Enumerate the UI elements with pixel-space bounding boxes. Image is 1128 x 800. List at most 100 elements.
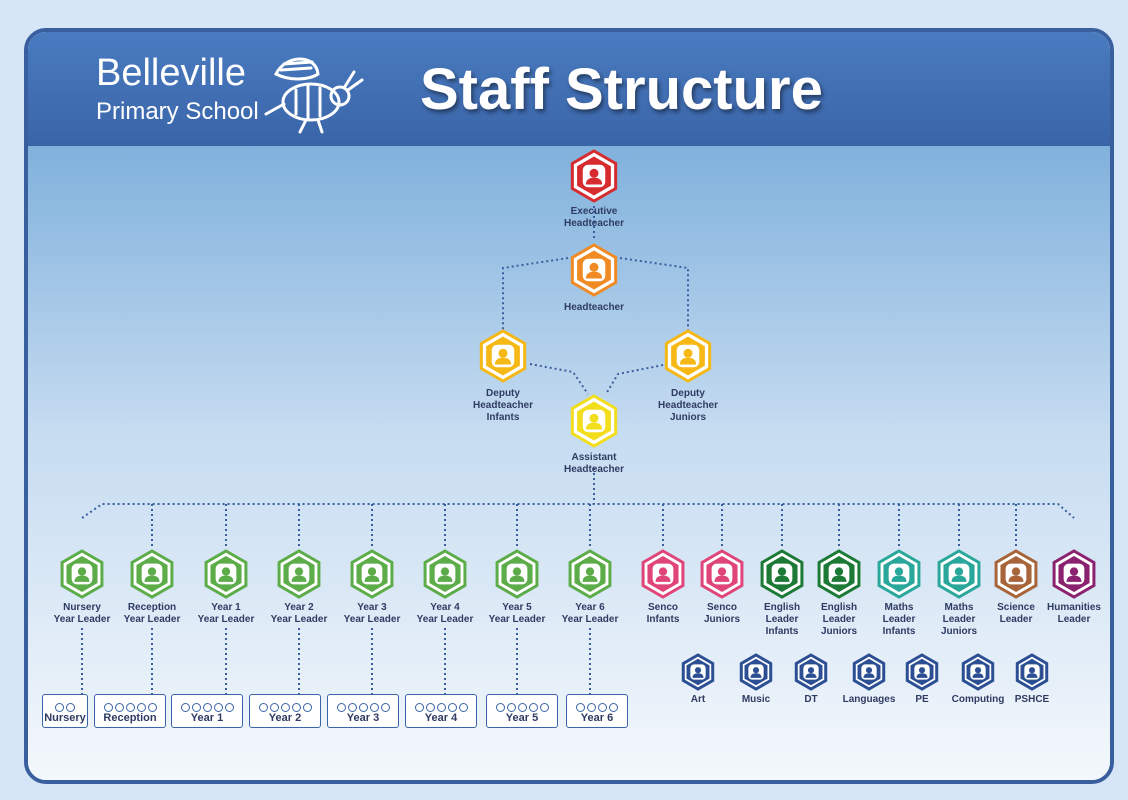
person-icon xyxy=(447,703,457,712)
executive-headteacher-icon xyxy=(570,149,618,203)
person-icon xyxy=(136,703,146,712)
label-line: Infants xyxy=(486,412,520,423)
class-member-icons xyxy=(331,699,395,712)
subject-art-icon xyxy=(681,653,715,691)
class-label: Year 4 xyxy=(424,712,458,724)
assistant-headteacher-icon xyxy=(570,394,618,448)
label-line: Year Leader xyxy=(197,614,255,625)
class-label: Year 6 xyxy=(580,712,614,724)
deputy-infants-assistant-line xyxy=(529,363,589,395)
label-line: Year Leader xyxy=(343,614,401,625)
person-icon xyxy=(347,703,357,712)
person-icon xyxy=(425,703,435,712)
label-line: Year 3 xyxy=(357,602,387,613)
head-deputy-infants-line xyxy=(502,257,569,330)
chart-frame: Belleville Primary School Staff Structur… xyxy=(24,28,1114,784)
label-line: Leader xyxy=(822,614,856,625)
person-icon xyxy=(506,703,516,712)
subject-pshce-label: PSHCE xyxy=(987,694,1077,706)
person-icon xyxy=(147,703,157,712)
person-icon xyxy=(224,703,234,712)
class-label: Year 5 xyxy=(505,712,539,724)
person-icon xyxy=(458,703,468,712)
label-line: English xyxy=(820,602,858,613)
bee-icon xyxy=(264,57,364,134)
class-member-icons xyxy=(253,699,317,712)
person-icon xyxy=(291,703,301,712)
label-line: Music xyxy=(741,694,771,705)
label-line: Headteacher xyxy=(563,302,625,313)
label-line: Juniors xyxy=(820,626,858,637)
person-icon xyxy=(191,703,201,712)
leader-11-icon xyxy=(760,549,804,599)
class-label: Year 3 xyxy=(346,712,380,724)
label-line: Year Leader xyxy=(416,614,474,625)
class-box: Year 5 xyxy=(486,694,558,728)
leader-1-icon xyxy=(60,549,104,599)
person-icon xyxy=(517,703,527,712)
leader-16-icon xyxy=(1052,549,1096,599)
label-line: Juniors xyxy=(703,614,741,625)
label-line: Infants xyxy=(765,626,799,637)
person-icon xyxy=(202,703,212,712)
person-icon xyxy=(495,703,505,712)
label-line: Humanities xyxy=(1047,602,1101,613)
leader-5-icon xyxy=(350,549,394,599)
class-box: Year 1 xyxy=(171,694,243,728)
label-line: Year Leader xyxy=(123,614,181,625)
label-line: Year 5 xyxy=(502,602,532,613)
label-line: Juniors xyxy=(669,412,707,423)
subject-computing-icon xyxy=(961,653,995,691)
subject-dt-label: DT xyxy=(766,694,856,706)
deputy-headteacher-juniors-icon xyxy=(664,329,712,383)
subject-pshce-icon xyxy=(1015,653,1049,691)
label-line: Infants xyxy=(882,626,916,637)
leader-6-icon xyxy=(423,549,467,599)
label-line: Infants xyxy=(646,614,680,625)
person-icon xyxy=(358,703,368,712)
person-icon xyxy=(125,703,135,712)
label-line: Art xyxy=(690,694,706,705)
person-icon xyxy=(436,703,446,712)
label-line: Maths xyxy=(884,602,914,613)
page-title: Staff Structure xyxy=(420,57,823,122)
class-label: Reception xyxy=(103,712,157,724)
label-line: Year 1 xyxy=(211,602,241,613)
label-line: Year Leader xyxy=(561,614,619,625)
person-icon xyxy=(269,703,279,712)
label-line: Leader xyxy=(882,614,916,625)
label-line: Leader xyxy=(1057,614,1091,625)
person-icon xyxy=(576,703,585,712)
class-box: Reception xyxy=(94,694,166,728)
label-line: Science xyxy=(997,602,1035,613)
person-icon xyxy=(280,703,290,712)
label-line: PE xyxy=(915,694,929,705)
class-box: Year 4 xyxy=(405,694,477,728)
leader-9-icon xyxy=(641,549,685,599)
label-line: Executive Headteacher xyxy=(563,206,625,229)
person-icon xyxy=(598,703,607,712)
person-icon xyxy=(55,703,64,712)
label-line: PSHCE xyxy=(1014,694,1050,705)
label-line: Leader xyxy=(942,614,976,625)
class-label: Nursery xyxy=(44,712,86,724)
label-line: Senco xyxy=(647,602,678,613)
label-line: Languages xyxy=(842,694,896,705)
label-line: Year 4 xyxy=(430,602,460,613)
label-line: Leader xyxy=(999,614,1033,625)
subject-pe-label: PE xyxy=(877,694,967,706)
class-box: Nursery xyxy=(42,694,88,728)
connector-lines xyxy=(81,206,1075,694)
